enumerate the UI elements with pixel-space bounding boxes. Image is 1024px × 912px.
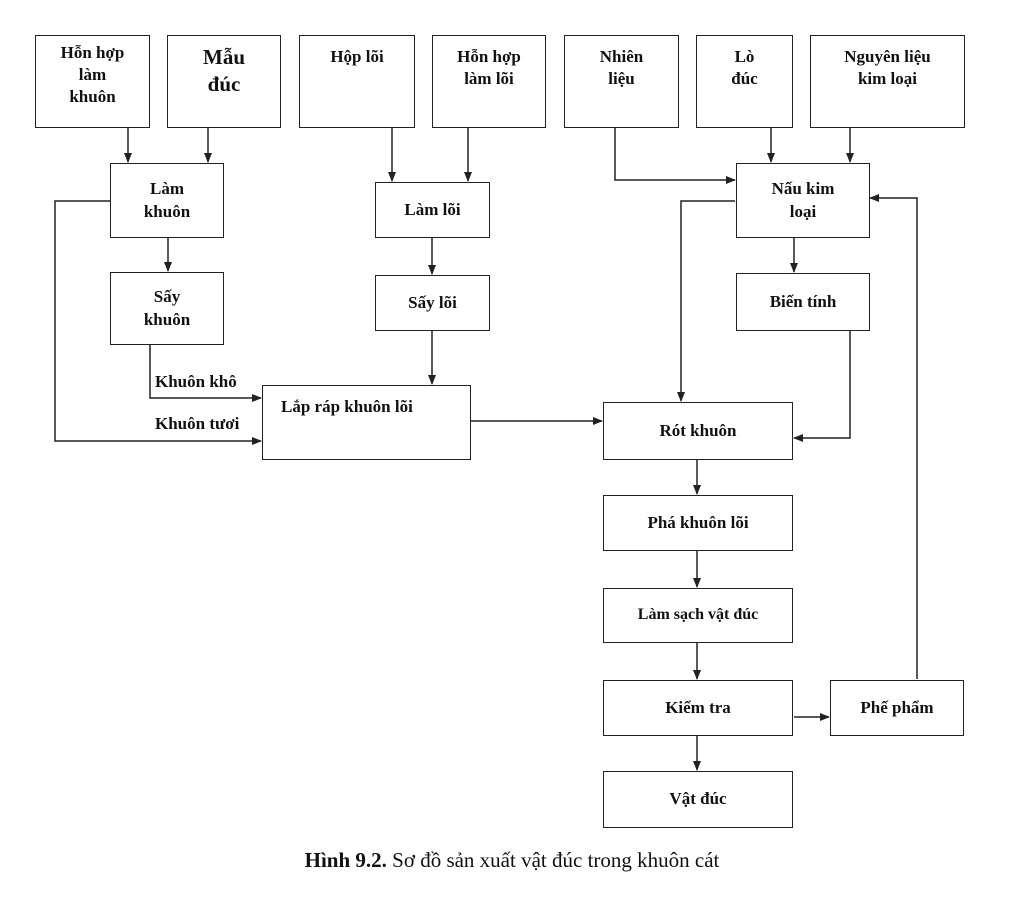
node-vat-duc: Vật đúc xyxy=(603,771,793,828)
node-mau-duc: Mẫu đúc xyxy=(167,35,281,128)
node-say-khuon: Sấy khuôn xyxy=(110,272,224,345)
arrow-nhien-lieu-to-nau xyxy=(614,128,736,184)
edge-label-khuon-tuoi: Khuôn tươi xyxy=(155,414,240,433)
node-nguyen-lieu-kim-loai: Nguyên liệu kim loại xyxy=(810,35,965,128)
node-rot-khuon: Rót khuôn xyxy=(603,402,793,460)
node-kiem-tra: Kiểm tra xyxy=(603,680,793,736)
node-pha-khuon-loi: Phá khuôn lõi xyxy=(603,495,793,551)
node-bien-tinh: Biến tính xyxy=(736,273,870,331)
node-lap-rap-khuon-loi: Lắp ráp khuôn lõi xyxy=(262,385,471,460)
edge-label-khuon-kho: Khuôn khô xyxy=(155,372,237,391)
node-lam-loi: Làm lõi xyxy=(375,182,490,238)
node-hop-loi: Hộp lõi xyxy=(299,35,415,128)
node-phe-pham: Phế phẩm xyxy=(830,680,964,736)
caption-text: Sơ đồ sản xuất vật đúc trong khuôn cát xyxy=(386,848,720,872)
node-nau-kim-loai: Nấu kim loại xyxy=(736,163,870,238)
caption-number: Hình 9.2. xyxy=(304,848,387,872)
node-hon-hop-lam-khuon: Hỗn hợp làm khuôn xyxy=(35,35,150,128)
node-say-loi: Sấy lõi xyxy=(375,275,490,331)
arrow-lam-khuon-to-lap-rap xyxy=(54,200,262,445)
node-lo-duc: Lò đúc xyxy=(696,35,793,128)
node-lam-khuon: Làm khuôn xyxy=(110,163,224,238)
node-nhien-lieu: Nhiên liệu xyxy=(564,35,679,128)
arrow-nau-to-rot-khuon xyxy=(677,200,735,402)
arrow-say-khuon-to-lap-rap xyxy=(149,345,262,402)
arrow-phe-pham-to-nau xyxy=(869,194,918,679)
arrow-bien-tinh-to-rot-khuon xyxy=(793,331,851,442)
node-hon-hop-lam-loi: Hỗn hợp làm lõi xyxy=(432,35,546,128)
node-lam-sach-vat-duc: Làm sạch vật đúc xyxy=(603,588,793,643)
figure-caption: Hình 9.2. Sơ đồ sản xuất vật đúc trong k… xyxy=(0,848,1024,873)
